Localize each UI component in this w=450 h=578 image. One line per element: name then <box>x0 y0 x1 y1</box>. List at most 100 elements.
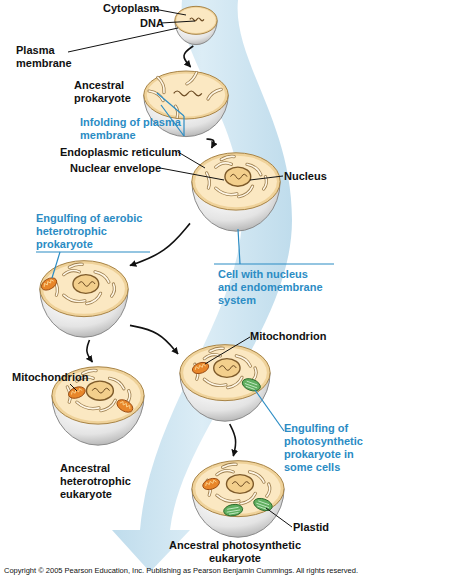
cell-stage: Cell with nucleus and endomembrane syste… <box>190 148 282 234</box>
callout-leader <box>238 229 240 264</box>
nucleus <box>73 275 99 294</box>
endoplasmic-reticulum <box>217 471 233 475</box>
endoplasmic-reticulum <box>83 370 96 373</box>
stage-arrow <box>87 340 92 362</box>
callout-rule <box>214 263 334 264</box>
cell-contents <box>149 73 221 118</box>
membrane-infolding <box>149 91 163 101</box>
callout-bracket <box>183 116 184 136</box>
endoplasmic-reticulum <box>77 402 99 408</box>
mitochondrion-cristae <box>70 388 82 395</box>
membrane-infolding <box>158 77 164 92</box>
mitochondrion-membrane <box>191 360 210 375</box>
leader-line <box>154 9 186 15</box>
endoplasmic-reticulum <box>241 493 255 503</box>
dna-strand <box>174 91 202 96</box>
membrane-infolding <box>187 73 197 84</box>
leader-line <box>70 384 77 391</box>
mitochondrion <box>115 397 135 415</box>
leader-line <box>178 152 205 168</box>
part-label: Endoplasmic reticulum <box>60 146 181 159</box>
plasma-membrane <box>180 345 270 401</box>
endoplasmic-reticulum <box>64 295 85 301</box>
membrane-infolding <box>208 89 221 99</box>
mitochondrion-cristae <box>194 363 206 369</box>
endoplasmic-reticulum <box>77 377 93 381</box>
part-label: Nuclear envelope <box>70 162 161 175</box>
endoplasmic-reticulum <box>267 484 270 496</box>
cell-illustration <box>142 67 230 139</box>
cell-illustration <box>38 256 130 340</box>
endoplasmic-reticulum <box>64 271 80 275</box>
endoplasmic-reticulum <box>241 493 255 503</box>
endoplasmic-reticulum <box>207 173 210 188</box>
cytoplasm <box>43 263 125 313</box>
plasma-membrane <box>40 261 128 317</box>
cell-stage: Infolding of plasma membrane <box>142 67 230 139</box>
cell-contents <box>39 264 114 303</box>
endoplasmic-reticulum <box>64 295 85 301</box>
endoplasmic-reticulum <box>101 400 115 411</box>
mitochondrion-membrane <box>201 476 221 491</box>
cell-illustration <box>190 456 286 540</box>
mitochondrion-cristae <box>120 401 131 409</box>
endoplasmic-reticulum <box>216 188 237 194</box>
mitochondrion-membrane <box>67 385 87 401</box>
endoplasmic-reticulum <box>221 156 234 159</box>
endoplasmic-reticulum <box>217 495 239 501</box>
dna-strand <box>232 482 249 487</box>
endoplasmic-reticulum <box>204 379 226 385</box>
endoplasmic-reticulum <box>204 379 226 385</box>
cell-stage: Ancestral prokaryote <box>174 4 218 46</box>
process-callout: Infolding of plasma membrane <box>80 116 184 142</box>
leader-line <box>250 176 283 180</box>
endoplasmic-reticulum <box>216 188 237 194</box>
dna-strand <box>78 282 95 287</box>
nucleus <box>86 381 113 400</box>
part-label: Plastid <box>293 521 329 534</box>
endoplasmic-reticulum <box>69 264 82 267</box>
cell-illustration <box>190 148 282 234</box>
nucleus <box>214 359 240 378</box>
endoplasmic-reticulum <box>217 471 233 475</box>
part-label: DNA <box>140 17 164 30</box>
endoplasmic-reticulum <box>264 177 267 189</box>
cell-contents <box>207 156 267 196</box>
endoplasmic-reticulum <box>217 495 239 501</box>
endoplasmic-reticulum <box>87 293 101 303</box>
endoplasmic-reticulum <box>253 368 256 380</box>
dna-strand <box>92 388 109 393</box>
endoplasmic-reticulum <box>83 370 96 373</box>
part-label: Mitochondrion <box>250 330 326 343</box>
mitochondrion <box>191 360 210 375</box>
endoplasmic-reticulum <box>228 377 242 387</box>
plastid <box>223 503 244 517</box>
callout-bracket <box>161 105 184 136</box>
cell-contents <box>67 370 135 414</box>
plastid-thylakoid <box>226 507 240 514</box>
cytoplasm <box>147 73 225 116</box>
process-callout: Engulfing of aerobic heterotrophic proka… <box>36 212 154 251</box>
membrane-infolding <box>187 73 197 84</box>
membrane-infolding <box>149 91 163 101</box>
cell-contents <box>201 464 274 517</box>
endoplasmic-reticulum <box>216 163 232 167</box>
mitochondrion-membrane <box>39 275 58 292</box>
stage-arrow <box>230 424 236 456</box>
cell-illustration <box>178 340 272 424</box>
endoplasmic-reticulum <box>204 355 220 359</box>
membrane-infolding <box>208 89 221 99</box>
cytoplasm <box>195 156 277 208</box>
plasma-membrane <box>52 367 144 424</box>
membrane-infolding <box>175 106 177 117</box>
cell-contents <box>190 18 204 21</box>
plasma-membrane <box>192 153 280 210</box>
endoplasmic-reticulum <box>228 377 242 387</box>
stage-heading: Ancestral prokaryote <box>74 79 140 105</box>
plastid-membrane <box>223 503 244 517</box>
copyright-note: Copyright © 2005 Pearson Education, Inc.… <box>4 567 358 576</box>
leader-line <box>205 337 250 364</box>
mitochondrion <box>201 476 221 491</box>
